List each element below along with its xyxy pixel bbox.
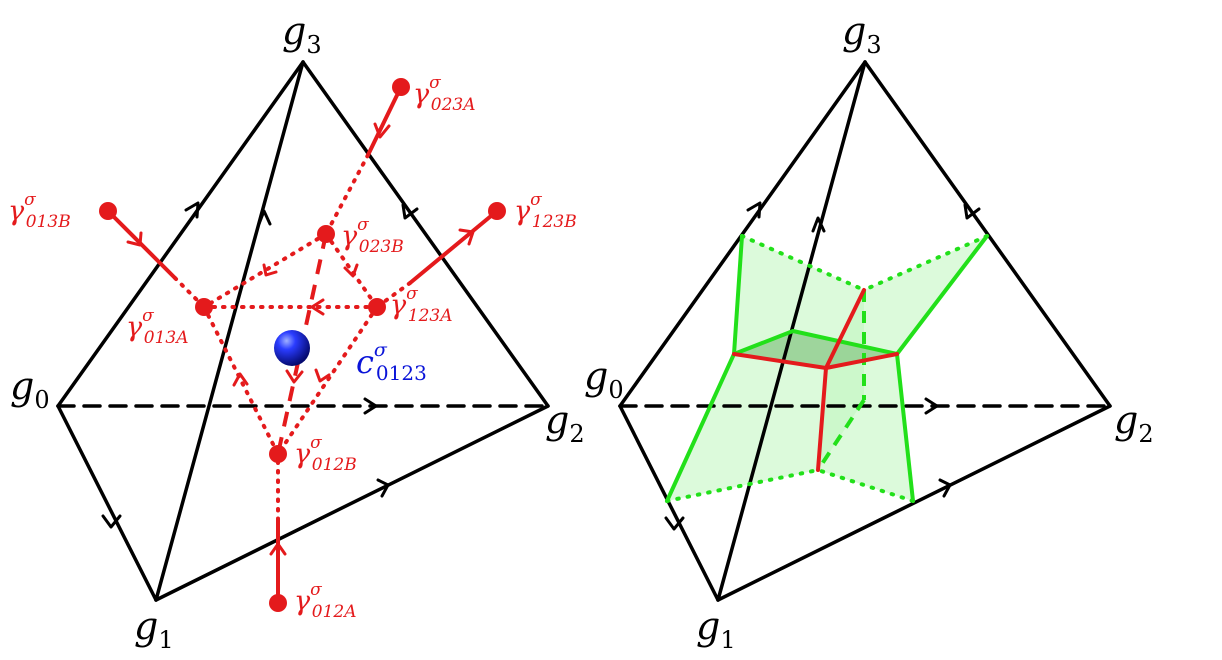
node-013B-dot bbox=[99, 202, 117, 220]
green-dotted-edges bbox=[665, 234, 989, 503]
arrow-edge-g1-g3 bbox=[257, 209, 272, 226]
arrow-leg-012A bbox=[269, 542, 287, 556]
left-red-arrows bbox=[126, 122, 475, 556]
arrow-edge-g1-g2 bbox=[376, 478, 390, 498]
arrow-123A-012B bbox=[314, 368, 331, 383]
r-red-down bbox=[816, 366, 828, 472]
dot-023A-023B bbox=[324, 153, 370, 236]
green-sheets bbox=[667, 236, 987, 501]
r-edge-g1-g2 bbox=[716, 404, 1112, 602]
right-label-g2: g2 bbox=[1114, 398, 1154, 448]
arrow-023B-123A bbox=[343, 263, 359, 278]
g-edge-lower-right bbox=[895, 352, 915, 503]
arrow-013A-123A bbox=[310, 298, 325, 316]
r-edge-g0-g1 bbox=[618, 404, 720, 602]
sheet-lower-left bbox=[667, 354, 826, 501]
r-edge-g3-g2 bbox=[863, 60, 1112, 408]
dot-123A-012B bbox=[276, 305, 379, 456]
r-edge-g0-g3 bbox=[618, 60, 867, 408]
r-red-right bbox=[824, 352, 899, 370]
right-label-g3: g3 bbox=[842, 9, 882, 59]
right-label-g1: g1 bbox=[696, 604, 736, 654]
green-dashed-edges bbox=[816, 290, 866, 472]
g-edge-lower-left bbox=[665, 352, 736, 503]
arrow-edge-g0-g1 bbox=[101, 514, 122, 529]
dot-013A-012B bbox=[202, 305, 280, 456]
r-arrow-edge-g3-g2 bbox=[963, 203, 981, 220]
r-arrow-edge-g1-g2 bbox=[938, 478, 952, 498]
arrow-leg-023A bbox=[373, 122, 391, 139]
arrow-leg-123B bbox=[458, 228, 475, 246]
r-arrow-edge-g1-g3 bbox=[811, 216, 826, 233]
edge-g3-g2 bbox=[301, 60, 550, 408]
right-panel: g3 g0 g2 g1 bbox=[584, 9, 1154, 654]
leg-023A bbox=[366, 85, 403, 157]
g-dot-bottom-right bbox=[816, 468, 915, 503]
left-red-nodes bbox=[99, 78, 506, 612]
edge-g0-g3 bbox=[56, 60, 305, 408]
g-dot-top-right bbox=[862, 234, 989, 292]
r-red-left bbox=[732, 352, 828, 370]
right-label-g0: g0 bbox=[584, 354, 624, 404]
g-dot-bottom-left bbox=[665, 468, 820, 503]
node-013A-dot bbox=[195, 298, 213, 316]
dot-023B-123A bbox=[324, 232, 379, 309]
r-arrow-edge-g0-g2 bbox=[924, 397, 939, 415]
arrow-023B-012B bbox=[285, 369, 304, 384]
arrow-023B-013A bbox=[262, 263, 278, 277]
left-red-dotted bbox=[173, 153, 412, 522]
leg-123B bbox=[408, 209, 499, 285]
red-network-edges bbox=[732, 288, 899, 472]
r-red-up bbox=[824, 288, 866, 370]
left-label-g0: g0 bbox=[10, 364, 50, 414]
r-arrow-edge-g0-g3 bbox=[746, 201, 762, 219]
r-arrow-edge-g0-g1 bbox=[664, 516, 685, 531]
arrow-edge-g3-g2 bbox=[401, 203, 419, 220]
left-label-g1: g1 bbox=[134, 604, 174, 654]
g-edge-upper-right bbox=[895, 234, 989, 356]
left-label-g2: g2 bbox=[545, 398, 585, 448]
arrow-edge-g0-g3 bbox=[184, 201, 200, 219]
edge-g1-g3 bbox=[154, 60, 305, 602]
g-dot-top-left bbox=[740, 234, 866, 292]
arrow-edge-g0-g2 bbox=[363, 397, 378, 415]
sheet-upper-right bbox=[826, 236, 987, 368]
dot-123B-123A bbox=[375, 281, 412, 309]
node-012A-dot bbox=[269, 594, 287, 612]
arrow-leg-013B bbox=[126, 231, 143, 247]
left-edge-arrows bbox=[101, 201, 419, 529]
left-tetrahedron-edges bbox=[56, 60, 550, 602]
right-edge-arrows bbox=[664, 201, 981, 531]
g-edge-upper-left bbox=[732, 234, 744, 356]
arrow-013A-012B bbox=[232, 372, 249, 387]
node-023A-dot bbox=[392, 78, 410, 96]
green-solid-edges bbox=[665, 234, 989, 503]
g-edge-center-quad bbox=[732, 329, 899, 356]
dot-013B-013A bbox=[173, 276, 206, 309]
node-023B-dot bbox=[317, 225, 335, 243]
edge-g0-g1 bbox=[56, 404, 158, 602]
center-sphere bbox=[274, 330, 310, 366]
left-label-g3: g3 bbox=[282, 9, 322, 59]
node-123A-dot bbox=[368, 298, 386, 316]
g-dash-back-diagonal bbox=[816, 398, 866, 472]
edge-g1-g2 bbox=[154, 404, 550, 602]
sheet-back bbox=[818, 290, 864, 470]
node-012B-dot bbox=[269, 445, 287, 463]
node-123B-dot bbox=[488, 202, 506, 220]
